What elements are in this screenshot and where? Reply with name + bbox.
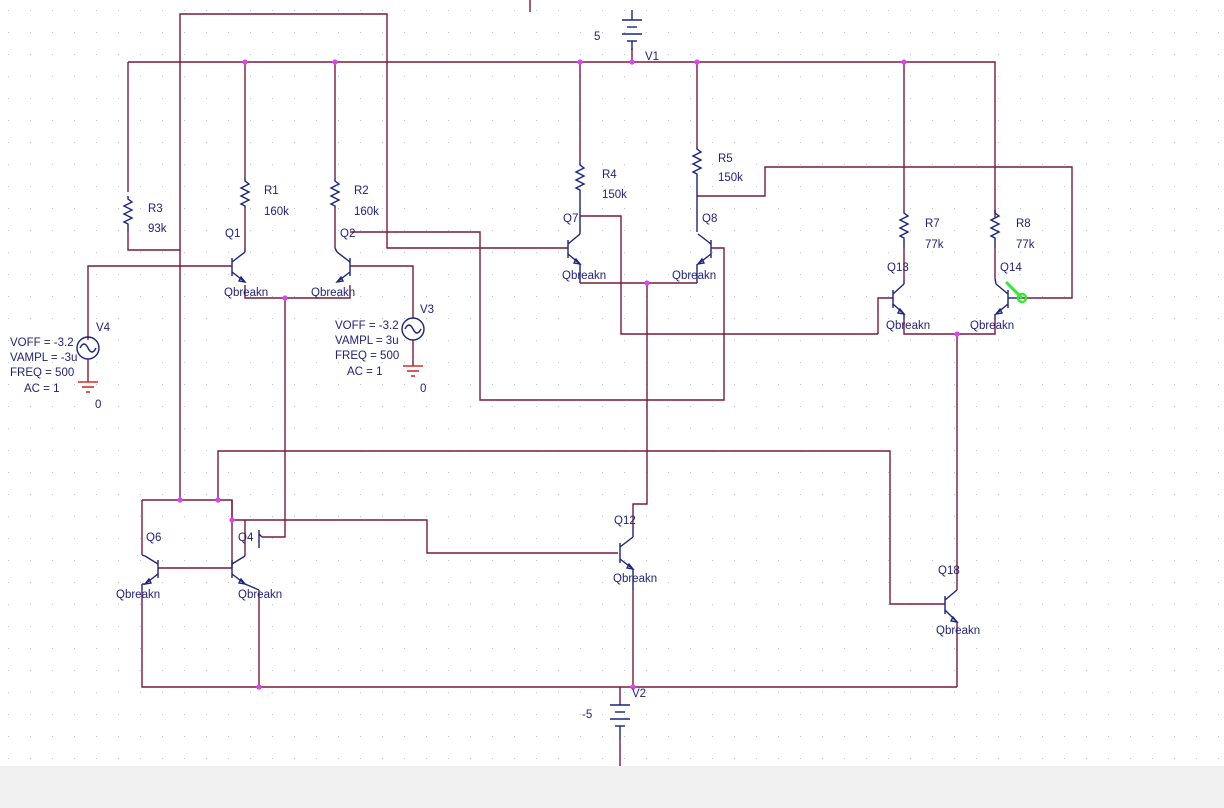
v2-value: -5 [582,709,592,721]
r2-value: 160k [354,206,379,218]
transistor-q1[interactable]: Q1 Qbreakn [224,228,268,299]
q18-ref: Q18 [938,565,960,577]
vcc-rail[interactable] [128,61,996,218]
v3-voff: VOFF = -3.2 [335,320,399,332]
q8-model: Qbreakn [672,270,716,282]
v3-ground-label: 0 [420,383,426,395]
resistor-r5[interactable]: R5 150k [691,146,743,232]
q6-ref: Q6 [146,532,161,544]
r8-ref: R8 [1016,218,1031,230]
transistor-q2[interactable]: Q2 Qbreakn [311,228,355,299]
background-grid [8,10,1219,759]
q1-ref: Q1 [225,228,240,240]
source-v4[interactable]: V4 VOFF = -3.2 VAMPL = -3u FREQ = 500 AC… [10,322,111,411]
resistor-r4[interactable]: R4 150k [574,162,627,216]
q13-ref: Q13 [887,262,909,274]
v2-ref: V2 [632,688,646,700]
v4-ac: AC = 1 [24,383,59,395]
r3-ref: R3 [148,203,163,215]
v3-vampl: VAMPL = 3u [335,335,399,347]
transistor-q8[interactable]: Q8 Qbreakn [672,213,717,283]
schematic-canvas[interactable]: 5 V1 -5 V2 V4 VOFF = -3.2 VAMPL = -3u FR… [0,0,1224,766]
v4-voff: VOFF = -3.2 [10,337,74,349]
v4-ground-label: 0 [95,399,101,411]
vee-rail[interactable] [141,590,957,688]
q12-model: Qbreakn [613,573,657,585]
q1-model: Qbreakn [224,287,268,299]
transistor-q18[interactable]: Q18 Qbreakn [936,565,980,637]
status-bar [0,766,1224,808]
resistor-r3[interactable]: R3 93k [122,196,167,235]
q12-ref: Q12 [614,515,636,527]
q4-ref: Q4 [238,532,254,544]
wires [87,0,1073,766]
v4-freq: FREQ = 500 [10,367,74,379]
source-v3[interactable]: V3 VOFF = -3.2 VAMPL = 3u FREQ = 500 AC … [335,304,434,395]
resistor-r2[interactable]: R2 160k [329,178,379,218]
v3-freq: FREQ = 500 [335,350,399,362]
transistor-q14[interactable]: Q14 Qbreakn [970,262,1028,332]
q8-ref: Q8 [702,213,717,225]
r8-value: 77k [1016,239,1035,251]
q7-model: Qbreakn [562,270,606,282]
q13-model: Qbreakn [886,320,930,332]
transistor-q4[interactable]: Q4 Qbreakn [231,530,282,601]
r2-ref: R2 [354,185,369,197]
r5-value: 150k [718,172,743,184]
q4-model: Qbreakn [238,589,282,601]
v3-ac: AC = 1 [347,366,382,378]
resistor-r1[interactable]: R1 160k [239,178,289,218]
q18-model: Qbreakn [936,625,980,637]
source-v2[interactable]: -5 V2 [582,688,646,740]
transistor-q6[interactable]: Q6 Qbreakn [116,532,161,601]
resistor-r8[interactable]: R8 77k [989,210,1035,251]
v1-ref: V1 [645,51,659,63]
r5-ref: R5 [718,153,733,165]
transistor-q12[interactable]: Q12 Qbreakn [613,515,657,590]
r3-value: 93k [148,223,167,235]
source-v1[interactable]: 5 V1 [594,10,659,63]
q14-ref: Q14 [1000,262,1022,274]
transistor-q7[interactable]: Q7 Qbreakn [562,213,606,283]
v4-vampl: VAMPL = -3u [10,352,77,364]
resistor-r7[interactable]: R7 77k [898,210,944,251]
q6-model: Qbreakn [116,589,160,601]
r1-value: 160k [264,206,289,218]
junctions [177,59,960,690]
q2-ref: Q2 [340,228,355,240]
v4-ref: V4 [96,322,111,334]
r1-ref: R1 [264,185,279,197]
transistor-q13[interactable]: Q13 Qbreakn [886,262,930,332]
r7-ref: R7 [925,218,940,230]
q2-model: Qbreakn [311,287,355,299]
r4-ref: R4 [602,169,617,181]
r7-value: 77k [925,239,944,251]
v1-value: 5 [594,31,600,43]
q14-model: Qbreakn [970,320,1014,332]
v3-ref: V3 [420,304,434,316]
r4-value: 150k [602,189,627,201]
q7-ref: Q7 [563,213,578,225]
